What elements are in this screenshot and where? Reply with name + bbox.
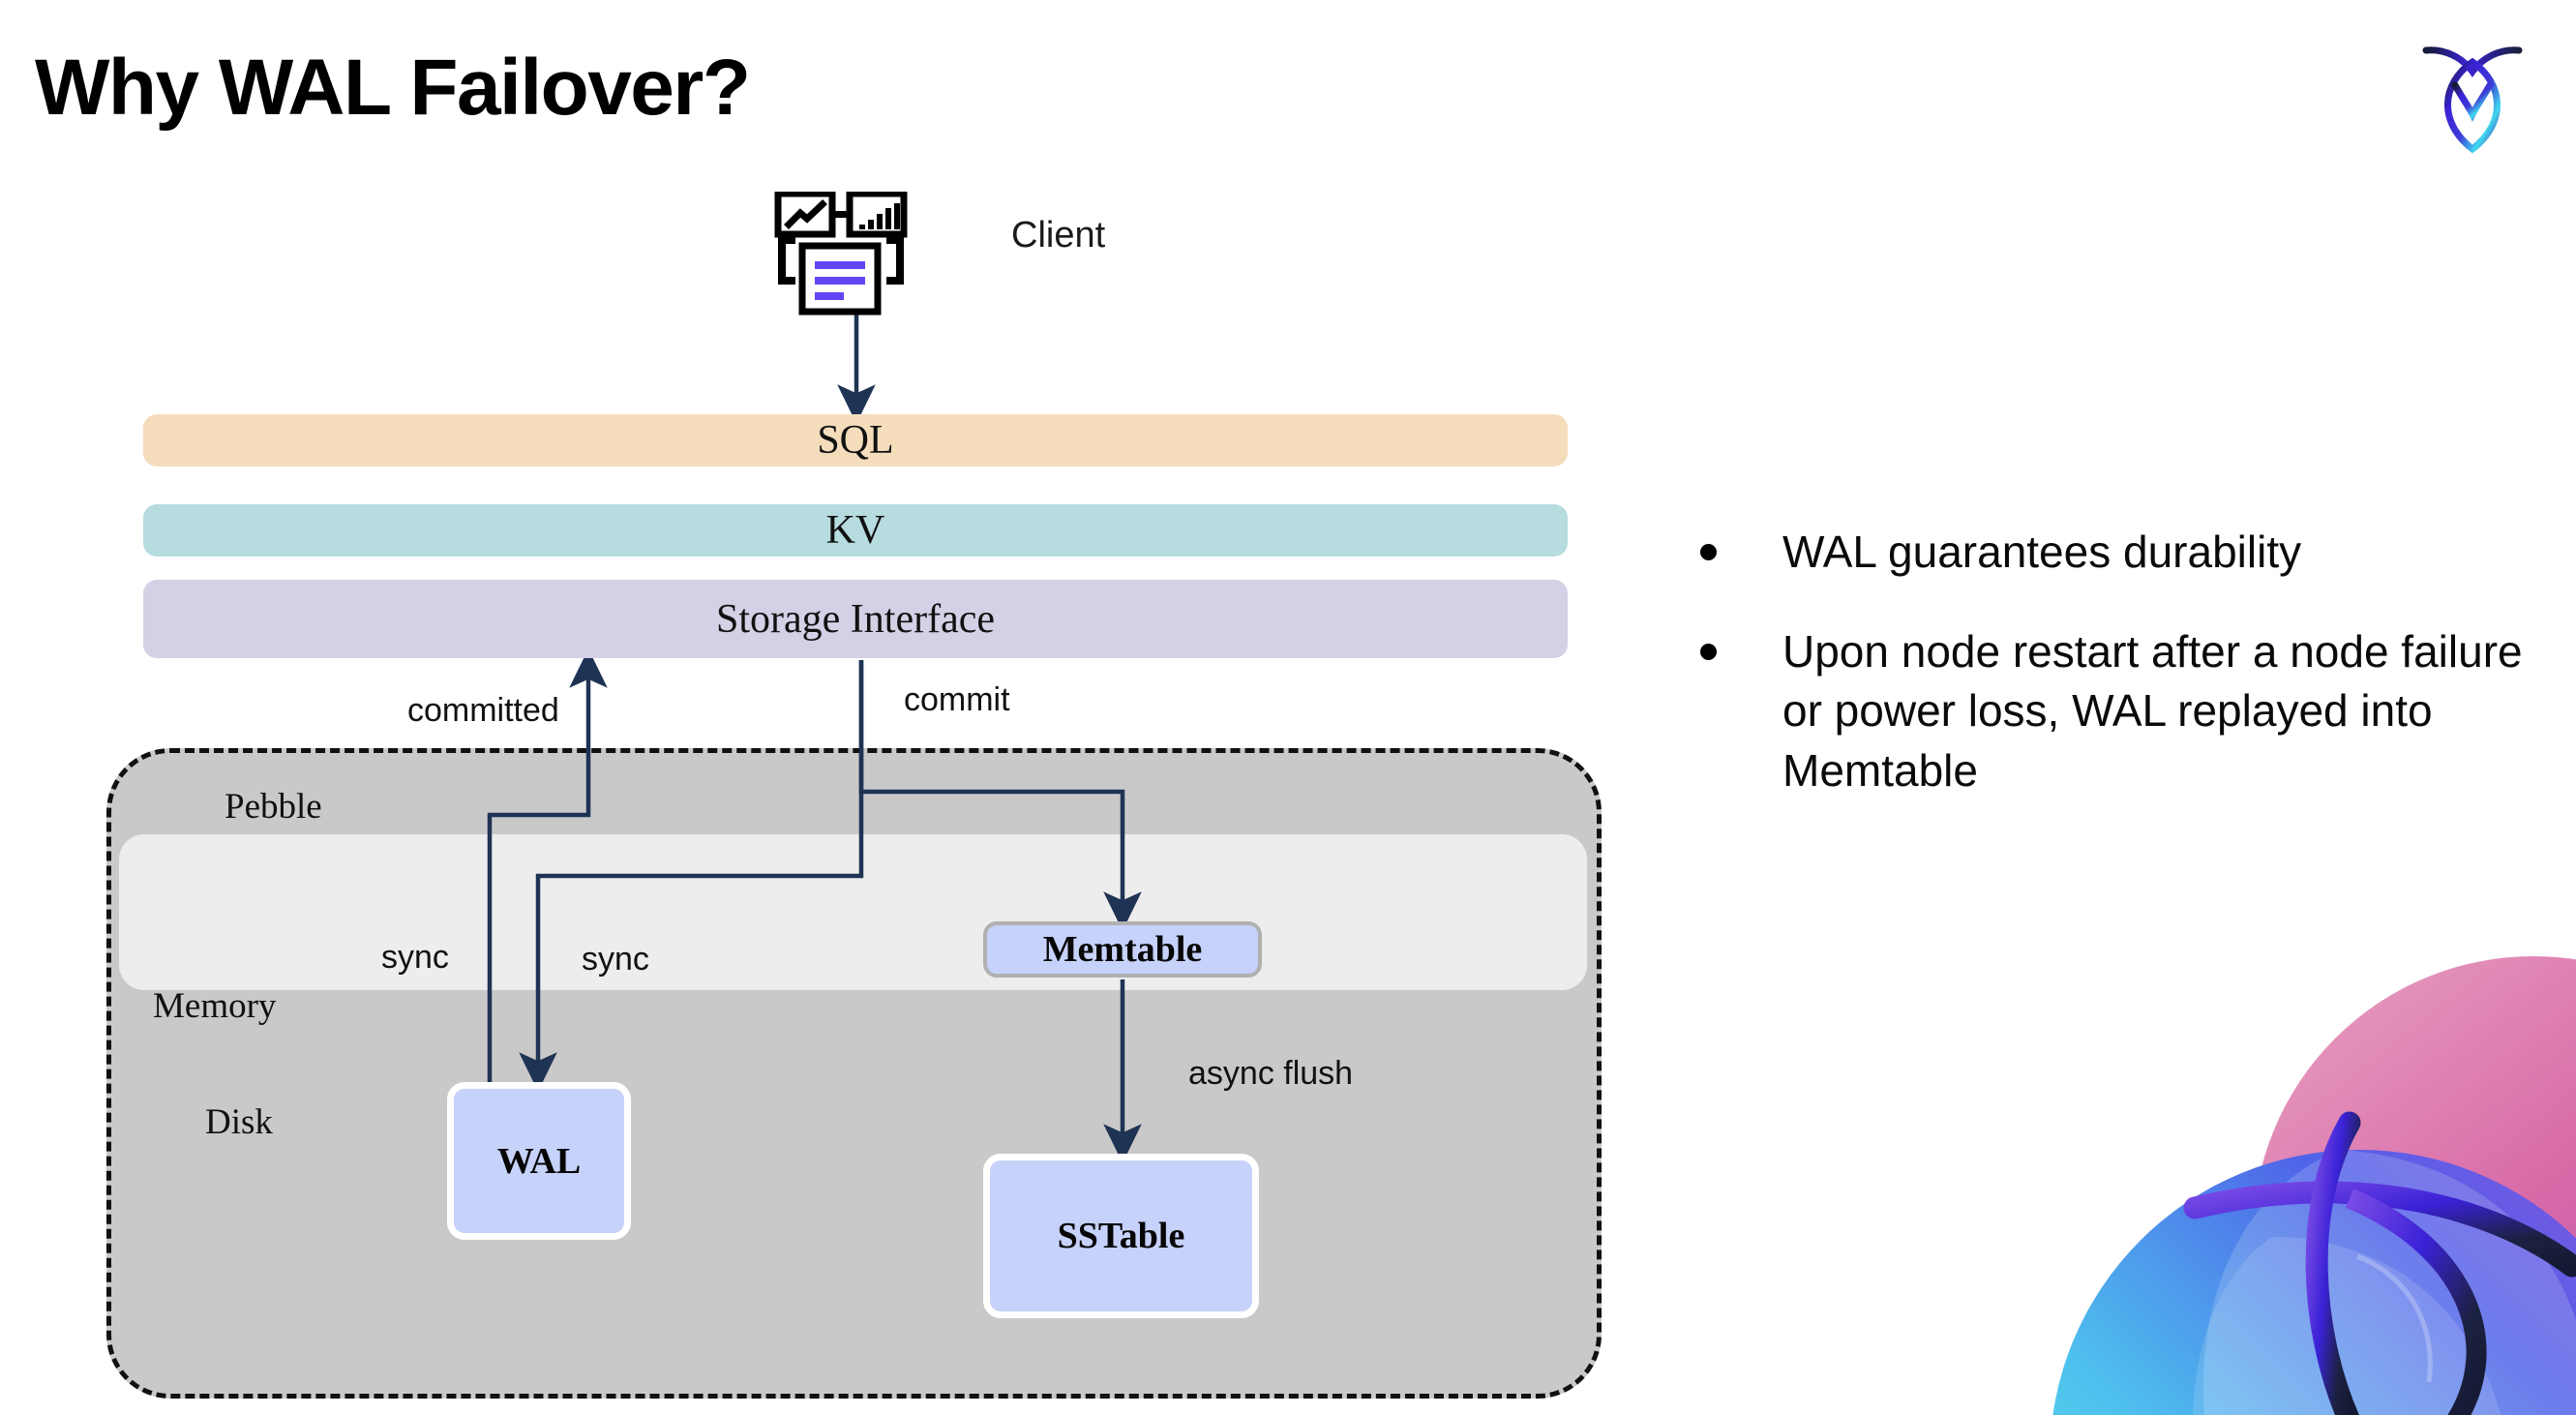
list-item: Upon node restart after a node failure o… [1700, 622, 2532, 800]
edge-label-commit: commit [904, 681, 1010, 718]
edge-label-sync-left: sync [381, 939, 449, 976]
edge-label-committed: committed [407, 692, 559, 729]
layer-bar-kv[interactable]: KV [143, 504, 1568, 557]
cockroachdb-logo-icon [2414, 29, 2531, 155]
client-device-icon [774, 190, 929, 319]
memory-region [119, 834, 1587, 990]
client-label: Client [1011, 215, 1106, 256]
node-memtable[interactable]: Memtable [983, 921, 1262, 978]
bullet-dot-icon [1700, 644, 1717, 661]
bullet-list: WAL guarantees durability Upon node rest… [1700, 523, 2532, 841]
overlapping-circles-decoration [1953, 918, 2576, 1415]
page-title: Why WAL Failover? [35, 44, 751, 132]
layer-bar-storage-interface[interactable]: Storage Interface [143, 580, 1568, 658]
node-sstable[interactable]: SSTable [983, 1154, 1259, 1318]
bullet-dot-icon [1700, 544, 1717, 560]
list-item: WAL guarantees durability [1700, 523, 2532, 582]
layer-bar-sql[interactable]: SQL [143, 414, 1568, 467]
pebble-label: Pebble [225, 787, 322, 827]
bullet-text: Upon node restart after a node failure o… [1782, 626, 2523, 796]
edge-label-sync-right: sync [582, 941, 649, 978]
edge-label-async-flush: async flush [1188, 1055, 1354, 1092]
architecture-diagram: Pebble Memory Disk [106, 190, 1602, 1399]
memory-label: Memory [153, 986, 277, 1026]
node-wal[interactable]: WAL [447, 1082, 631, 1240]
disk-label: Disk [205, 1102, 273, 1142]
bullet-text: WAL guarantees durability [1782, 527, 2302, 577]
